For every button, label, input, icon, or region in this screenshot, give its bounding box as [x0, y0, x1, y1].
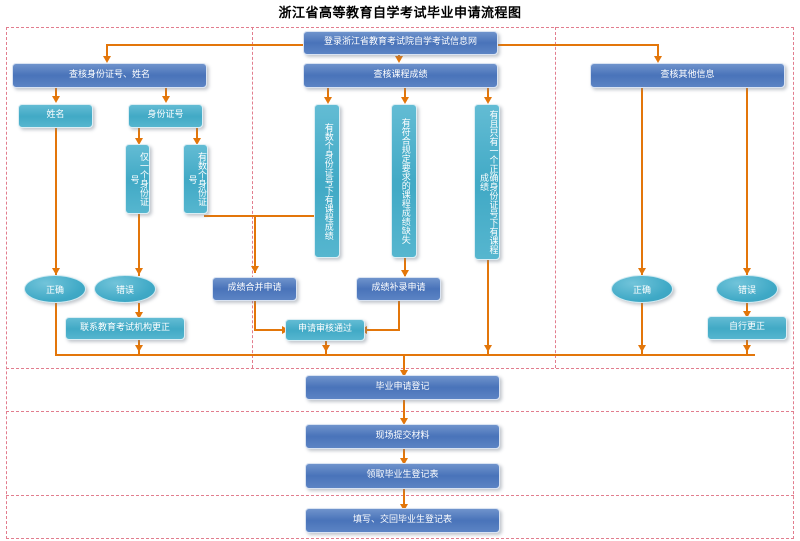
arrow-to-check-other	[654, 56, 662, 63]
lane-divider-h1	[6, 368, 794, 369]
node-check-id-name[interactable]: 查核身份证号、姓名	[12, 63, 207, 88]
collector-drop-correct-right	[641, 303, 643, 356]
connector-id-to-one	[138, 128, 140, 140]
connector-login-to-right	[497, 44, 659, 46]
connector-supplement-down	[398, 301, 400, 330]
arrow-to-several-ids-scores	[324, 97, 332, 104]
node-only-one-id[interactable]: 仅一个身份证号	[125, 144, 150, 214]
lane-outer-frame	[6, 27, 794, 539]
node-collect-registration-form[interactable]: 领取毕业生登记表	[305, 463, 500, 489]
node-several-ids[interactable]: 有数个身份证号	[183, 144, 208, 214]
node-submit-materials-onsite[interactable]: 现场提交材料	[305, 424, 500, 449]
node-id-number[interactable]: 身份证号	[128, 104, 203, 128]
node-wrong-left[interactable]: 错误	[94, 275, 156, 303]
arrow-to-wrong-right	[743, 268, 751, 275]
arrow-to-merge-application	[251, 266, 259, 273]
connector-other-to-correct	[641, 88, 643, 276]
arrow-to-id-number	[162, 96, 170, 103]
collector-drop-one-correct-id	[487, 260, 489, 356]
connector-course-to-b3	[487, 88, 489, 102]
page-title: 浙江省高等教育自学考试毕业申请流程图	[278, 6, 522, 21]
node-merge-score-application[interactable]: 成绩合并申请	[212, 277, 297, 301]
lane-divider-h3	[6, 495, 794, 496]
node-check-other-info[interactable]: 查核其他信息	[590, 63, 785, 88]
connector-left-to-name	[55, 88, 57, 98]
connector-left-to-id	[165, 88, 167, 98]
collector-to-graduation	[403, 354, 405, 374]
arrow-to-collect-form	[400, 458, 408, 465]
connector-wrong-to-contact	[138, 303, 140, 317]
connector-supplement-left	[366, 329, 400, 331]
connector-id-to-several	[196, 128, 198, 140]
node-login[interactable]: 登录浙江省教育考试院自学考试信息网	[303, 31, 498, 55]
arrow-to-correct-left	[52, 268, 60, 275]
arrow-to-check-id-name	[103, 56, 111, 63]
node-name[interactable]: 姓名	[18, 104, 93, 128]
arrow-to-wrong-left	[135, 268, 143, 275]
arrow-to-self-correct	[743, 311, 751, 318]
connector-severalids-bus	[204, 215, 336, 217]
arrow-to-fill-form	[400, 504, 408, 511]
node-correct-right[interactable]: 正确	[611, 275, 673, 303]
node-wrong-right[interactable]: 错误	[716, 275, 778, 303]
node-contact-exam-agency[interactable]: 联系教育考试机构更正	[65, 317, 185, 340]
lane-divider-h2	[6, 411, 794, 412]
connector-left-drop	[106, 44, 108, 58]
arrow-contact-to-bus	[135, 345, 143, 352]
arrow-to-correct-right	[638, 268, 646, 275]
node-several-ids-with-scores[interactable]: 有数个身份证号下有课程成绩	[314, 104, 340, 258]
arrow-to-graduation-registration	[400, 370, 408, 377]
connector-merge-down	[254, 301, 256, 330]
arrow-to-missing-scores	[401, 97, 409, 104]
node-supplement-score-application[interactable]: 成绩补录申请	[356, 277, 441, 301]
node-self-correct[interactable]: 自行更正	[707, 316, 787, 340]
connector-submit-to-collect	[403, 449, 405, 463]
node-correct-left[interactable]: 正确	[24, 275, 86, 303]
connector-wrongright-to-self	[746, 303, 748, 316]
collector-drop-correct-left	[55, 303, 57, 356]
connector-course-to-b1	[327, 88, 329, 102]
arrow-selfcorrect-to-bus	[743, 345, 751, 352]
lane-divider-v2	[555, 27, 556, 368]
arrow-to-several-ids	[193, 138, 201, 145]
node-application-approved[interactable]: 申请审核通过	[285, 319, 365, 341]
connector-oneid-to-wrong	[138, 214, 140, 276]
arrow-to-check-course	[395, 56, 403, 63]
arrow-to-supplement-application	[401, 270, 409, 277]
node-missing-required-scores[interactable]: 有符合规定要求的课程成绩缺失	[391, 104, 417, 258]
arrow-to-submit-materials	[400, 418, 408, 425]
collector-bus	[55, 354, 755, 356]
connector-other-to-wrong	[746, 88, 748, 276]
arrow-to-one-correct-id	[484, 97, 492, 104]
arrow-approved-to-bus	[322, 345, 330, 352]
node-check-course-score[interactable]: 查核课程成绩	[303, 63, 498, 88]
arrow-correctright-to-bus	[638, 345, 646, 352]
connector-login-to-left	[106, 44, 303, 46]
connector-right-drop	[657, 44, 659, 58]
arrow-to-contact-agency	[135, 312, 143, 319]
connector-missing-to-supplement	[404, 258, 406, 276]
arrow-to-only-one-id	[135, 138, 143, 145]
node-fill-return-registration-form[interactable]: 填写、交回毕业生登记表	[305, 508, 500, 533]
connector-course-to-b2	[404, 88, 406, 102]
arrow-onecorrect-to-bus	[484, 345, 492, 352]
connector-merge-right	[254, 329, 284, 331]
node-exactly-one-correct-id[interactable]: 有且只有一个正确身份证号下有课程成绩	[474, 104, 500, 260]
lane-divider-v1	[252, 27, 253, 368]
connector-merge-drop	[254, 215, 256, 273]
connector-grad-to-submit	[403, 400, 405, 422]
connector-collect-to-fill	[403, 489, 405, 509]
connector-name-to-correct	[55, 128, 57, 276]
node-graduation-registration[interactable]: 毕业申请登记	[305, 375, 500, 400]
arrow-to-name	[52, 96, 60, 103]
